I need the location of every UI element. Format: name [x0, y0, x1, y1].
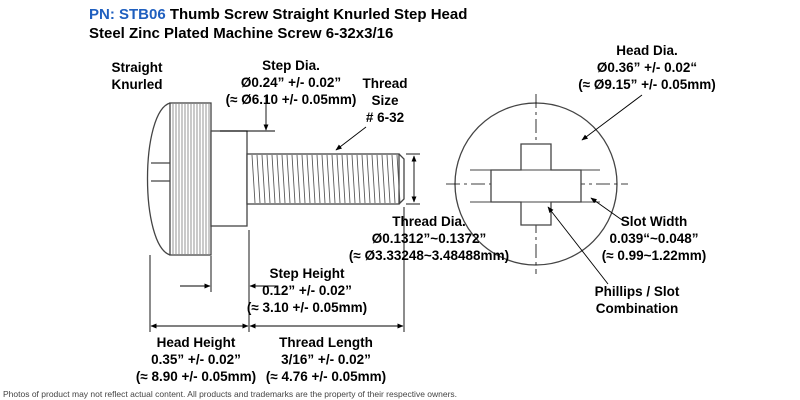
thread-line	[351, 154, 356, 204]
thread-line	[286, 154, 291, 204]
footer-disclaimer: Photos of product may not reflect actual…	[3, 389, 458, 399]
thread-line	[271, 154, 276, 204]
label-thread-size: Thread Size # 6-32	[362, 76, 408, 125]
thread-line	[281, 154, 286, 204]
thread-line	[311, 154, 316, 204]
thread-line	[336, 154, 341, 204]
thread-line	[266, 154, 271, 204]
thread-line	[361, 154, 366, 204]
thread-line	[296, 154, 301, 204]
thread-line	[316, 154, 321, 204]
thread-line	[331, 154, 336, 204]
label-phillips-slot: Phillips / Slot Combination	[594, 284, 680, 316]
step-shoulder	[210, 130, 248, 227]
thread-line	[291, 154, 296, 204]
knurl-pattern	[172, 104, 210, 254]
label-step-dia: Step Dia. Ø0.24” +/- 0.02” (≈ Ø6.10 +/- …	[225, 58, 357, 107]
thread-line	[321, 154, 326, 204]
end-view	[446, 94, 628, 274]
product-title-text: Thumb Screw Straight Knurled Step Head	[169, 6, 468, 23]
thread-line	[251, 154, 256, 204]
label-head-height: Head Height 0.35” +/- 0.02” (≈ 8.90 +/- …	[135, 335, 257, 384]
thread-line	[261, 154, 266, 204]
label-thread-length: Thread Length 3/16” +/- 0.02” (≈ 4.76 +/…	[265, 335, 387, 384]
thread-line	[396, 154, 401, 204]
thread-line	[306, 154, 311, 204]
thread-line	[366, 154, 371, 204]
thread-pattern	[251, 154, 401, 204]
thread-line	[346, 154, 351, 204]
thread-line	[301, 154, 306, 204]
product-title-line1: PN: STB06 Thumb Screw Straight Knurled S…	[89, 6, 467, 23]
thread-line	[386, 154, 391, 204]
label-step-height: Step Height 0.12” +/- 0.02” (≈ 3.10 +/- …	[246, 266, 368, 315]
thread-line	[276, 154, 281, 204]
thread-line	[381, 154, 386, 204]
thread-line	[356, 154, 361, 204]
label-straight-knurled: Straight Knurled	[111, 60, 163, 92]
thread-line	[326, 154, 331, 204]
label-slot-width: Slot Width 0.039“~0.048” (≈ 0.99~1.22mm)	[601, 214, 707, 263]
label-thread-dia: Thread Dia. Ø0.1312”~0.1372” (≈ Ø3.33248…	[348, 214, 510, 263]
head-cap	[146, 102, 171, 256]
thread-line	[341, 154, 346, 204]
thread-line	[376, 154, 381, 204]
thread-line	[256, 154, 261, 204]
product-title-line2: Steel Zinc Plated Machine Screw 6-32x3/1…	[89, 25, 394, 42]
label-head-dia: Head Dia. Ø0.36” +/- 0.02“ (≈ Ø9.15” +/-…	[578, 43, 716, 92]
dimension-lines	[149, 94, 643, 332]
knurled-head	[169, 102, 212, 256]
thread-line	[391, 154, 396, 204]
part-number: PN: STB06	[89, 6, 166, 23]
side-view	[146, 102, 405, 256]
thread-line	[371, 154, 376, 204]
